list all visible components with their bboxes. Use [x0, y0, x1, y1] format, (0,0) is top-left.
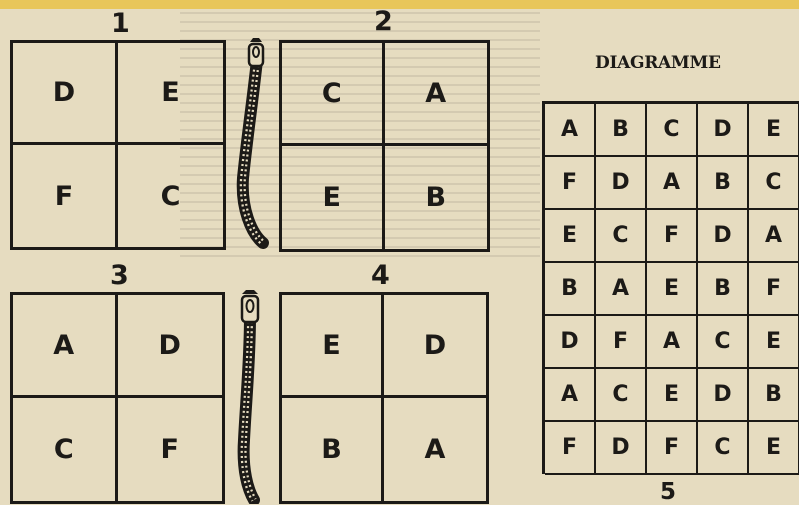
- puzzle-4-number: 4: [371, 262, 390, 289]
- diagram-cell: E: [647, 369, 698, 422]
- diagram-cell: D: [698, 369, 749, 422]
- puzzle-4-cell: E: [282, 295, 384, 398]
- puzzle-1-number: 1: [111, 10, 130, 37]
- puzzle-2-cell: C: [282, 43, 385, 146]
- diagram-cell: E: [749, 104, 799, 157]
- puzzle-2-cell: A: [385, 43, 488, 146]
- diagram-cell: D: [596, 157, 647, 210]
- diagram-cell: A: [749, 210, 799, 263]
- puzzle-2-cell: E: [282, 146, 385, 249]
- puzzle-4-square: E D B A: [279, 292, 489, 504]
- diagram-cell: C: [749, 157, 799, 210]
- diagram-cell: F: [545, 422, 596, 475]
- zipper-icon: [233, 38, 277, 250]
- diagram-cell: A: [647, 157, 698, 210]
- puzzle-1-cell: F: [13, 145, 118, 247]
- puzzle-2-square: C A E B: [279, 40, 490, 252]
- puzzle-1-cell: D: [13, 43, 118, 145]
- zipper-icon: [228, 290, 272, 504]
- diagram-cell: C: [698, 316, 749, 369]
- puzzle-2-number: 2: [374, 8, 393, 35]
- diagram-cell: B: [698, 157, 749, 210]
- diagram-cell: A: [647, 316, 698, 369]
- puzzle-4-cell: A: [384, 398, 486, 501]
- diagram-cell: C: [698, 422, 749, 475]
- puzzle-3-cell: C: [13, 398, 118, 501]
- diagram-cell: F: [647, 422, 698, 475]
- diagram-cell: D: [545, 316, 596, 369]
- diagram-cell: C: [596, 210, 647, 263]
- diagram-cell: A: [545, 369, 596, 422]
- diagram-cell: B: [545, 263, 596, 316]
- puzzle-4-cell: B: [282, 398, 384, 501]
- diagram-cell: E: [545, 210, 596, 263]
- puzzle-1-cell: C: [118, 145, 223, 247]
- diagram-cell: D: [698, 104, 749, 157]
- diagram-cell: F: [647, 210, 698, 263]
- diagram-cell: B: [698, 263, 749, 316]
- puzzle-3-cell: A: [13, 295, 118, 398]
- puzzle-4-cell: D: [384, 295, 486, 398]
- puzzle-3-cell: F: [118, 398, 223, 501]
- puzzle-3-square: A D C F: [10, 292, 225, 504]
- diagram-cell: F: [545, 157, 596, 210]
- diagram-cell: D: [698, 210, 749, 263]
- puzzle-1-square: D E F C: [10, 40, 226, 250]
- diagram-cell: B: [596, 104, 647, 157]
- diagram-cell: B: [749, 369, 799, 422]
- puzzle-3-number: 3: [110, 262, 129, 289]
- diagram-cell: F: [596, 316, 647, 369]
- diagram-cell: E: [647, 263, 698, 316]
- diagram-cell: A: [596, 263, 647, 316]
- puzzle-1-cell: E: [118, 43, 223, 145]
- diagram-number: 5: [660, 481, 676, 504]
- diagram-cell: C: [647, 104, 698, 157]
- puzzle-3-cell: D: [118, 295, 223, 398]
- diagram-cell: C: [596, 369, 647, 422]
- puzzle-2-cell: B: [385, 146, 488, 249]
- diagram-cell: F: [749, 263, 799, 316]
- diagram-cell: E: [749, 316, 799, 369]
- diagram-title: DIAGRAMME: [595, 53, 721, 73]
- diagram-cell: D: [596, 422, 647, 475]
- diagram-cell: E: [749, 422, 799, 475]
- diagram-cell: A: [545, 104, 596, 157]
